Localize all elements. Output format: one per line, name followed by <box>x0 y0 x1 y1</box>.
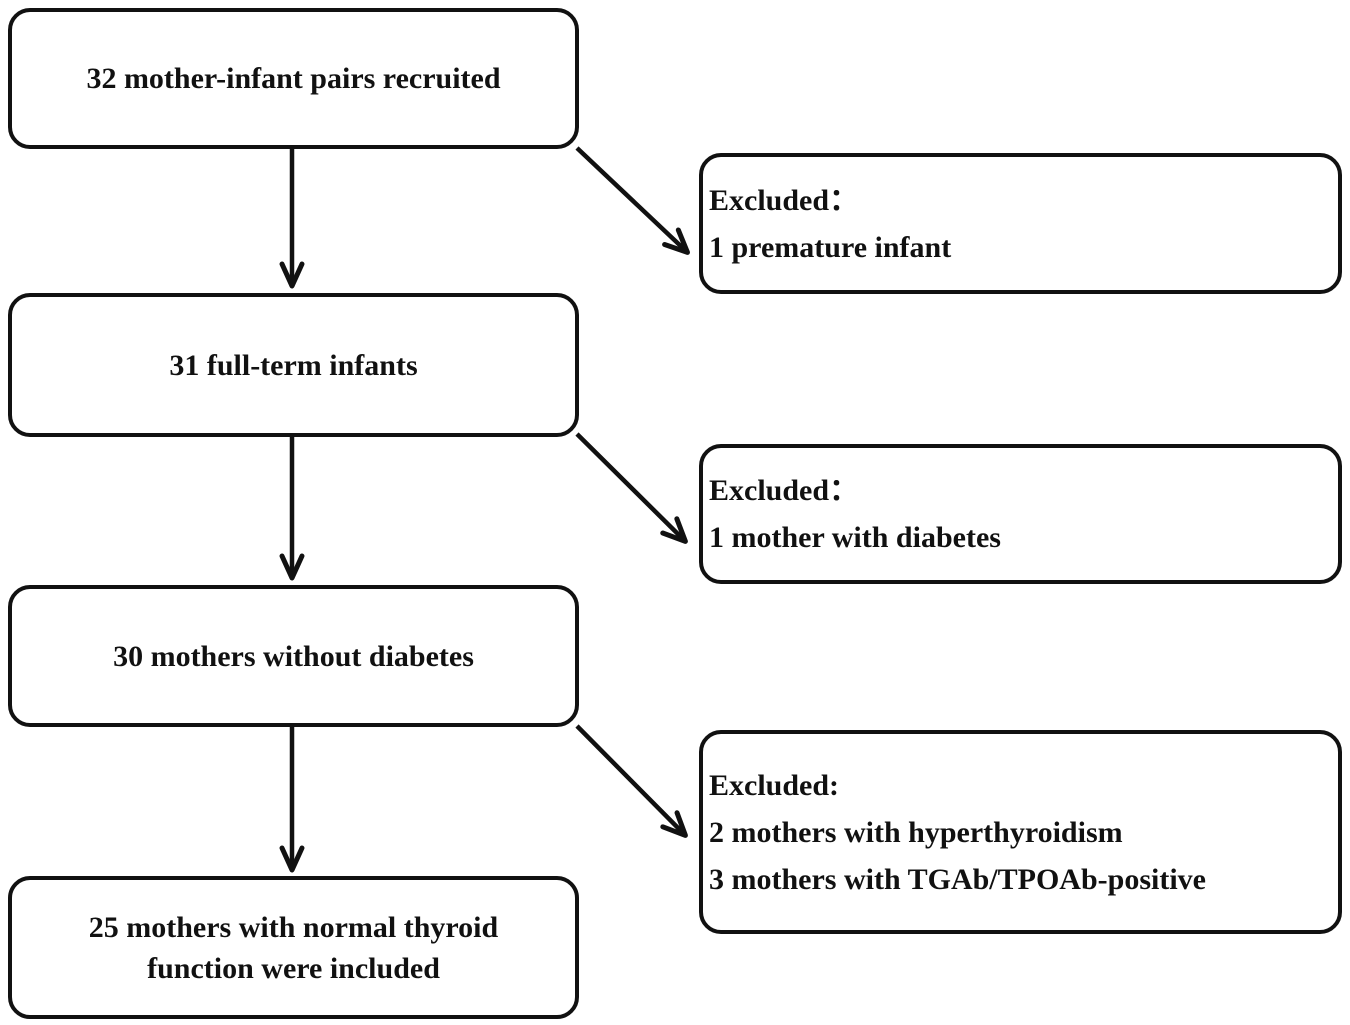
arrow-nodiabetes-to-excluded-thyroid <box>575 724 688 838</box>
flow-box-no-diabetes-label: 30 mothers without diabetes <box>113 639 474 673</box>
exclusion-box-diabetes-item: 1 mother with diabetes <box>709 521 1001 554</box>
arrow-recruited-to-excluded-premature <box>575 146 690 255</box>
flow-box-no-diabetes: 30 mothers without diabetes <box>8 585 579 727</box>
exclusion-box-thyroid-item-antibody-positive: 3 mothers with TGAb/TPOAb-positive <box>709 862 1206 896</box>
exclusion-box-premature-title: Excluded： <box>709 183 860 217</box>
exclusion-box-premature: Excluded： 1 premature infant <box>699 153 1342 294</box>
exclusion-box-diabetes: Excluded： 1 mother with diabetes <box>699 444 1342 584</box>
flow-box-fullterm-label: 31 full-term infants <box>169 348 418 382</box>
flow-box-fullterm: 31 full-term infants <box>8 293 579 437</box>
arrow-fullterm-to-excluded-diabetes <box>575 432 688 544</box>
exclusion-box-thyroid: Excluded: 2 mothers with hyperthyroidism… <box>699 730 1342 934</box>
flow-box-included-label: 25 mothers with normal thyroid function … <box>88 910 499 985</box>
flow-box-recruited-label: 32 mother-infant pairs recruited <box>86 62 501 95</box>
exclusion-box-thyroid-title: Excluded: <box>709 768 840 802</box>
exclusion-box-thyroid-item-hyperthyroidism: 2 mothers with hyperthyroidism <box>709 815 1123 849</box>
exclusion-box-diabetes-title: Excluded： <box>709 474 860 507</box>
flow-box-recruited: 32 mother-infant pairs recruited <box>8 8 579 149</box>
flow-box-included: 25 mothers with normal thyroid function … <box>8 876 579 1019</box>
exclusion-box-premature-item: 1 premature infant <box>709 230 952 264</box>
